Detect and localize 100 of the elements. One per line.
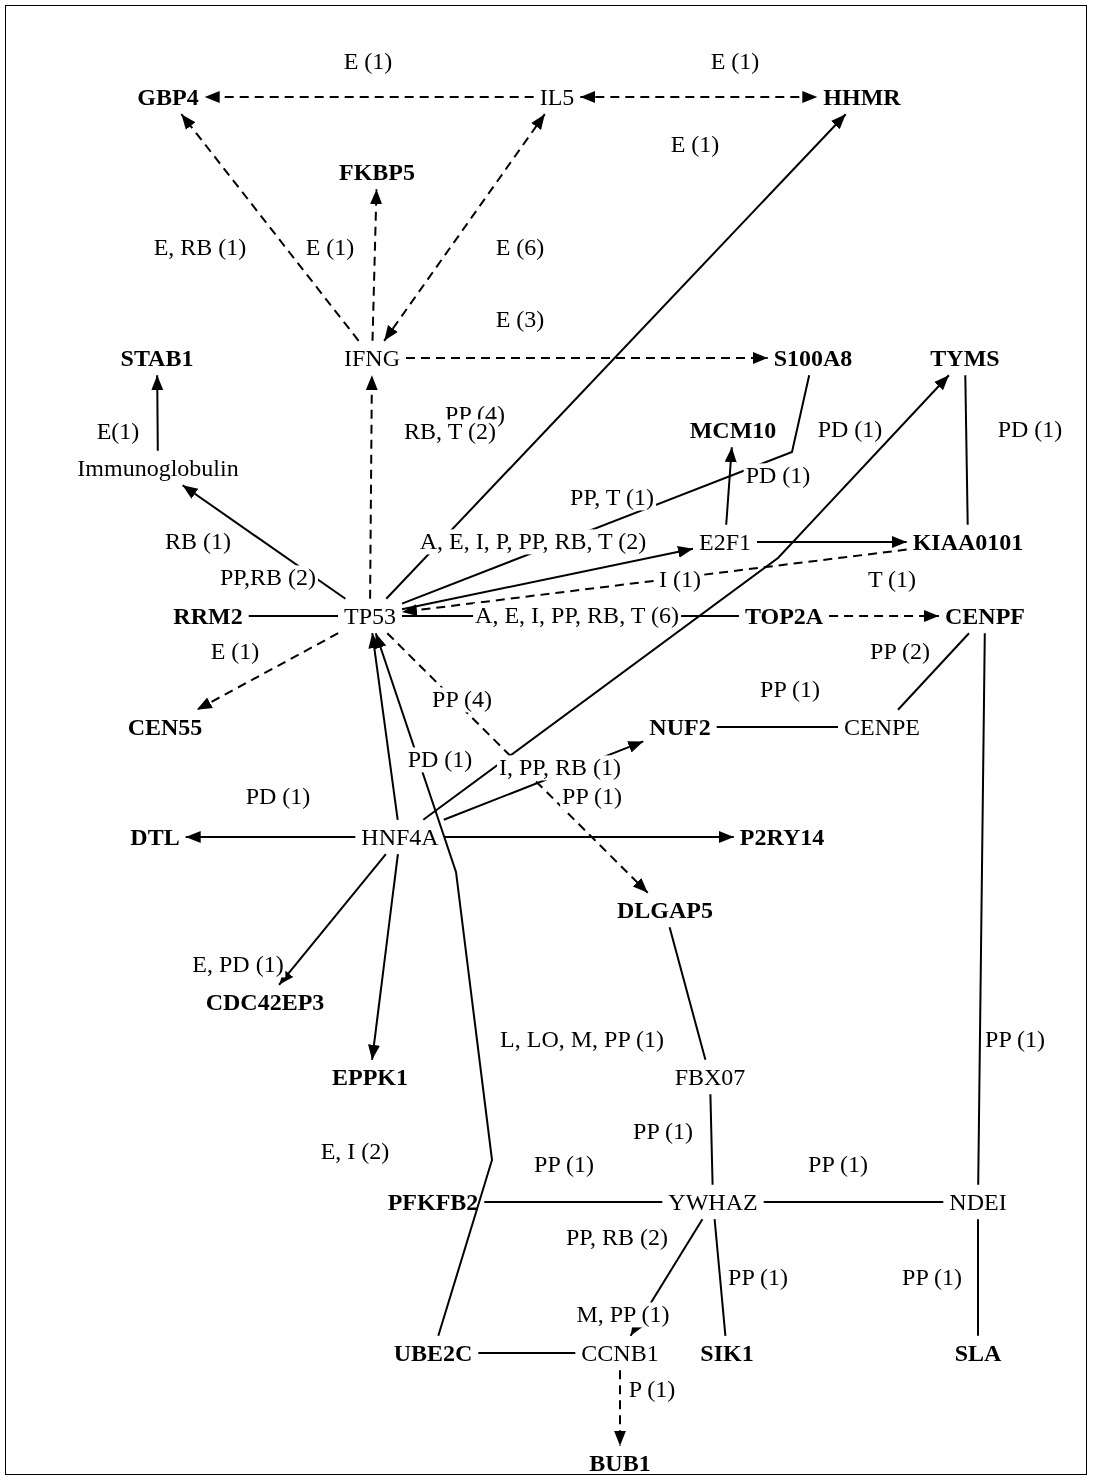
gene-label: DLGAP5 [614,895,716,925]
gene-label: RRM2 [170,601,246,631]
edge-label: PD (1) [995,417,1065,443]
arrow [724,446,737,526]
arrow [386,632,649,894]
edge-label: P (1) [626,1377,678,1403]
gene-label: CCNB1 [578,1338,662,1368]
gene-label: IFNG [341,343,403,373]
arrow [368,632,399,821]
gene-label: FKBP5 [336,157,418,187]
arrow [443,831,735,843]
arrow [422,374,950,821]
edge-label: E(1) [94,419,142,445]
gene-label: PFKFB2 [384,1187,482,1217]
arrow [278,853,387,986]
edge-label: PP (1) [900,1265,964,1291]
gene-label: CENPF [942,601,1028,631]
edge-label: PP,RB (2) [218,565,318,591]
connector-line [709,1093,714,1186]
arrow [180,113,360,342]
edge-label: I, PP, RB (1) [497,755,623,781]
connector-line [483,1201,664,1203]
connector-line [762,1201,945,1203]
edge-label: E (1) [208,639,262,665]
edge-label: PP (1) [726,1265,790,1291]
edge-label: E (1) [303,235,357,261]
gene-label: DTL [127,822,183,852]
gene-label: GBP4 [134,82,202,112]
edge-label: PP (1) [560,784,624,810]
gene-label: BUB1 [586,1448,654,1478]
arrow [405,352,769,364]
arrow [374,632,493,1337]
gene-label: TOP2A [741,601,827,631]
edge-label: RB (1) [163,529,233,555]
edge-label: A, E, I, PP, RB, T (6) [473,603,681,629]
edge-label: E, I (2) [318,1139,392,1165]
gene-label: P2RY14 [736,822,828,852]
edge-label: A, E, I, P, PP, RB, T (2) [417,529,649,555]
gene-label: NUF2 [646,712,714,742]
arrow [828,610,940,622]
arrow [401,548,908,617]
connector-line [477,1352,577,1354]
edge-label: E (6) [493,235,547,261]
arrow [195,632,340,711]
gene-label: CEN55 [124,712,206,742]
gene-label: YWHAZ [665,1187,761,1217]
gene-label: HNF4A [358,822,442,852]
connector-line [964,374,969,526]
edge-label: PD (1) [243,784,313,810]
connector-line [977,1218,979,1337]
edge-label: E, PD (1) [190,952,286,978]
edge-label: E (1) [708,49,762,75]
edge-label: M, PP (1) [574,1302,672,1328]
arrow [181,484,347,600]
connector-line [897,632,970,711]
gene-label: STAB1 [117,343,197,373]
gene-label: SLA [951,1338,1005,1368]
gene-label: Immunoglobulin [74,453,242,483]
gene-label: TYMS [927,343,1003,373]
arrow [401,545,694,611]
arrow [614,1369,626,1447]
gene-label: HHMR [820,82,904,112]
gene-label: E2F1 [696,527,754,557]
edge-label: PD (1) [405,747,475,773]
edge-label: E, RB (1) [151,235,249,261]
interaction-label: I (1) [657,567,703,593]
connector-line [977,632,986,1186]
edge-label: E (3) [493,307,547,333]
arrow [151,374,164,452]
arrow [184,831,357,843]
edge-label: E (1) [341,49,395,75]
gene-label: KIAA0101 [909,527,1027,557]
edge-label: PP (4) [430,687,494,713]
gene-label: MCM10 [686,415,780,445]
gene-label: NDEI [946,1187,1010,1217]
arrow [368,853,399,1061]
arrow [579,91,819,103]
gene-label: IL5 [536,82,578,112]
connector-line [247,615,339,617]
gene-label: UBE2C [390,1338,476,1368]
edge-label: PP (2) [868,639,932,665]
arrow [203,91,535,103]
edge-label: PP, RB (2) [564,1225,670,1251]
edge-label: PP (1) [758,677,822,703]
arrow [756,536,908,548]
interaction-label: PD (1) [815,417,885,443]
arrow [365,374,378,600]
gene-label: CENPE [841,712,923,742]
gene-label: S100A8 [770,343,856,373]
edge-label: L, LO, M, PP (1) [498,1027,666,1053]
connector-line [715,726,839,728]
gene-label: SIK1 [697,1338,757,1368]
gene-label: FBX07 [671,1062,749,1092]
arrow [370,188,383,342]
connector-line [713,1218,727,1337]
arrow [385,113,847,600]
arrow [383,113,546,342]
edge-label: E (1) [668,132,722,158]
edge-label: PP (1) [806,1152,870,1178]
edge-label: PP, T (1) [568,485,656,511]
